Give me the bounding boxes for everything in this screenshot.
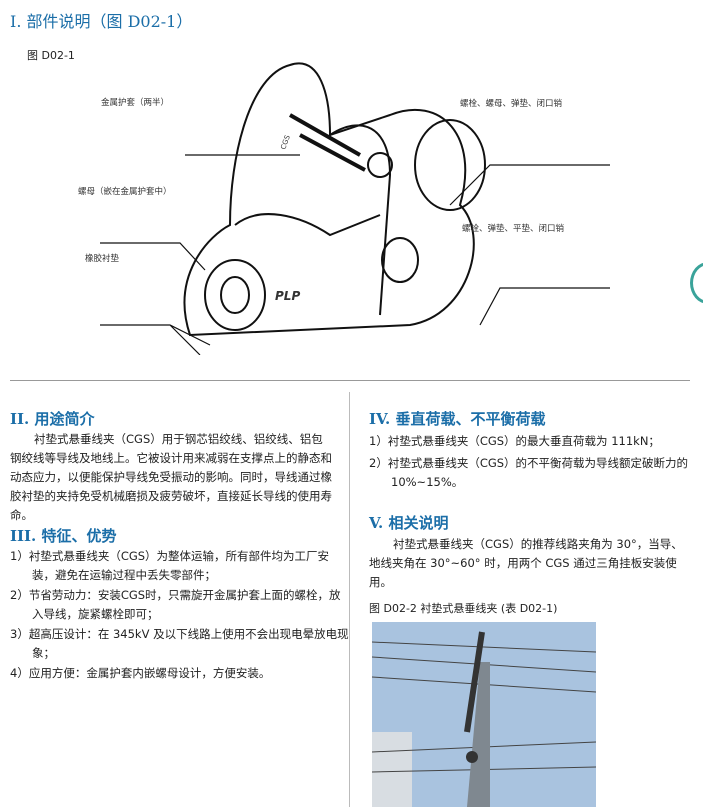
label-metal-sleeve: 金属护套（两半）	[101, 98, 170, 108]
clamp-diagram: PLP CGS	[100, 62, 610, 355]
feature-item: 3）超高压设计：在 345kV 及以下线路上使用不会出现电晕放电现象；	[10, 627, 349, 660]
feature-item: 1）衬垫式悬垂线夹（CGS）为整体运输，所有部件均为工厂安装，避免在运输过程中丢…	[10, 549, 330, 582]
section-5-body: 衬垫式悬垂线夹（CGS）的推荐线路夹角为 30°，当导、地线夹角在 30°~60…	[369, 537, 683, 589]
label-nut: 螺母（嵌在金属护套中）	[78, 187, 172, 197]
load-item: 2）衬垫式悬垂线夹（CGS）的不平衡荷载为导线额定破断力的 10%~15%。	[369, 456, 689, 489]
section-2-title: II. 用途简介	[10, 410, 95, 428]
label-bolt-washer: 螺栓、弹垫、平垫、闭口销	[462, 224, 565, 234]
divider	[10, 380, 690, 381]
installation-photo	[372, 622, 596, 807]
section-5-title: V. 相关说明	[369, 514, 449, 532]
section-3-title: III. 特征、优势	[10, 527, 117, 545]
section-1-title: I. 部件说明（图 D02-1）	[10, 12, 193, 31]
brand-mark: PLP	[275, 289, 300, 303]
figure-2-caption: 图 D02-2 衬垫式悬垂线夹 (表 D02-1)	[369, 602, 558, 615]
column-divider	[349, 392, 350, 807]
section-2-body: 衬垫式悬垂线夹（CGS）用于钢芯铝绞线、铝绞线、铝包钢绞线等导线及地线上。它被设…	[10, 432, 332, 522]
figure-1-caption: 图 D02-1	[27, 49, 75, 62]
feature-item: 4）应用方便：金属护套内嵌螺母设计，方便安装。	[10, 666, 271, 680]
label-bolt-nut: 螺栓、螺母、弹垫、闭口销	[460, 99, 563, 109]
section-4-title: IV. 垂直荷载、不平衡荷载	[369, 410, 546, 428]
label-rubber-liner: 橡胶衬垫	[85, 254, 120, 264]
load-item: 1）衬垫式悬垂线夹（CGS）的最大垂直荷载为 111kN；	[369, 434, 660, 448]
feature-item: 2）节省劳动力：安装CGS时，只需旋开金属护套上面的螺栓，放入导线，旋紧螺栓即可…	[10, 588, 341, 621]
page-tab-decoration	[690, 262, 703, 304]
cgs-mark: CGS	[279, 134, 292, 151]
